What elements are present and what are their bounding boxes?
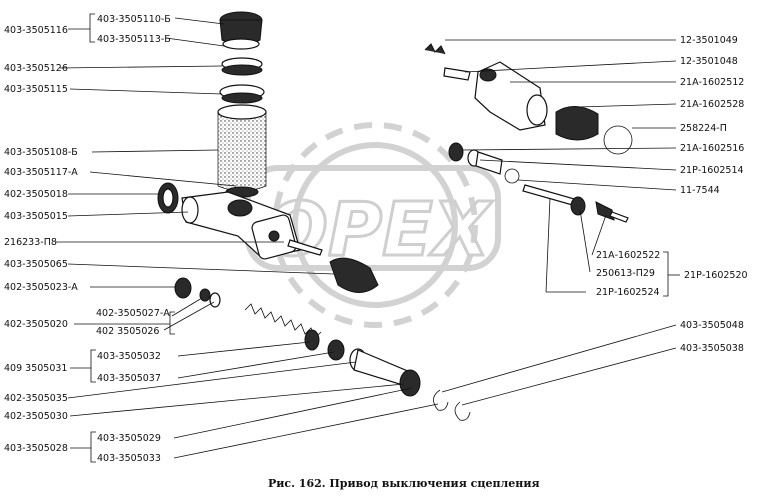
label-21a-1602516: 21А-1602516 bbox=[680, 143, 744, 154]
label-409-3505031: 409 3505031 bbox=[4, 363, 67, 374]
label-250613-p29: 250613-П29 bbox=[596, 268, 655, 279]
label-258224-p: 258224-П bbox=[680, 123, 727, 134]
label-403-3505065: 403-3505065 bbox=[4, 259, 68, 270]
parts-drawing bbox=[157, 11, 633, 421]
label-403-3505117-a: 403-3505117-А bbox=[4, 167, 78, 178]
spring bbox=[244, 303, 322, 339]
label-403-3505126: 403-3505126 bbox=[4, 63, 68, 74]
label-403-3505116: 403-3505116 bbox=[4, 25, 68, 36]
figure-caption: Рис. 162. Привод выключения сцепления bbox=[268, 477, 540, 490]
label-21a-1602522: 21А-1602522 bbox=[596, 250, 660, 261]
label-403-3505048: 403-3505048 bbox=[680, 320, 744, 331]
slave-spring bbox=[424, 43, 446, 55]
cup-seal bbox=[304, 329, 320, 351]
label-403-3505032: 403-3505032 bbox=[97, 351, 161, 362]
label-21a-1602512: 21А-1602512 bbox=[680, 77, 744, 88]
label-403-3505110-b: 403-3505110-Б bbox=[97, 14, 171, 25]
label-402-3505030: 402-3505030 bbox=[4, 411, 68, 422]
push-rod bbox=[287, 239, 323, 256]
label-403-3505108-b: 403-3505108-Б bbox=[4, 147, 78, 158]
label-402-3505020: 402-3505020 bbox=[4, 319, 68, 330]
label-12-3501049: 12-3501049 bbox=[680, 35, 738, 46]
boot bbox=[329, 257, 379, 293]
watermark-text: OPEX bbox=[265, 187, 494, 273]
part-labels: 403-3505116 403-3505110-Б 403-3505113-Б … bbox=[4, 14, 748, 464]
label-403-3505015: 403-3505015 bbox=[4, 211, 68, 222]
label-403-3505115: 403-3505115 bbox=[4, 84, 68, 95]
slave-push-rod bbox=[522, 184, 579, 207]
label-402-3505026: 402 3505026 bbox=[96, 326, 159, 337]
label-402-3505035: 402-3505035 bbox=[4, 393, 68, 404]
circlip bbox=[433, 389, 449, 411]
label-402-3505018: 402-3505018 bbox=[4, 189, 68, 200]
label-403-3505038: 403-3505038 bbox=[680, 343, 744, 354]
label-402-3505023-a: 402-3505023-А bbox=[4, 282, 78, 293]
label-21a-1602528: 21А-1602528 bbox=[680, 99, 744, 110]
watermark: OPEX bbox=[245, 122, 501, 328]
label-11-7544: 11-7544 bbox=[680, 185, 720, 196]
label-21p-1602520: 21Р-1602520 bbox=[684, 270, 748, 281]
label-402-3505027-a: 402-3505027-А bbox=[96, 308, 170, 319]
label-403-3505037: 403-3505037 bbox=[97, 373, 161, 384]
valve bbox=[174, 277, 192, 299]
label-21p-1602514: 21Р-1602514 bbox=[680, 165, 744, 176]
label-21p-1602524: 21Р-1602524 bbox=[596, 287, 660, 298]
leader-lines bbox=[55, 13, 680, 463]
label-403-3505033: 403-3505033 bbox=[97, 453, 161, 464]
retaining-ring bbox=[603, 125, 633, 155]
slave-boot bbox=[555, 106, 599, 141]
label-403-3505113-b: 403-3505113-Б bbox=[97, 34, 171, 45]
label-12-3501048: 12-3501048 bbox=[680, 56, 738, 67]
label-216233-p8: 216233-П8 bbox=[4, 237, 57, 248]
label-403-3505029: 403-3505029 bbox=[97, 433, 161, 444]
label-403-3505028: 403-3505028 bbox=[4, 443, 68, 454]
